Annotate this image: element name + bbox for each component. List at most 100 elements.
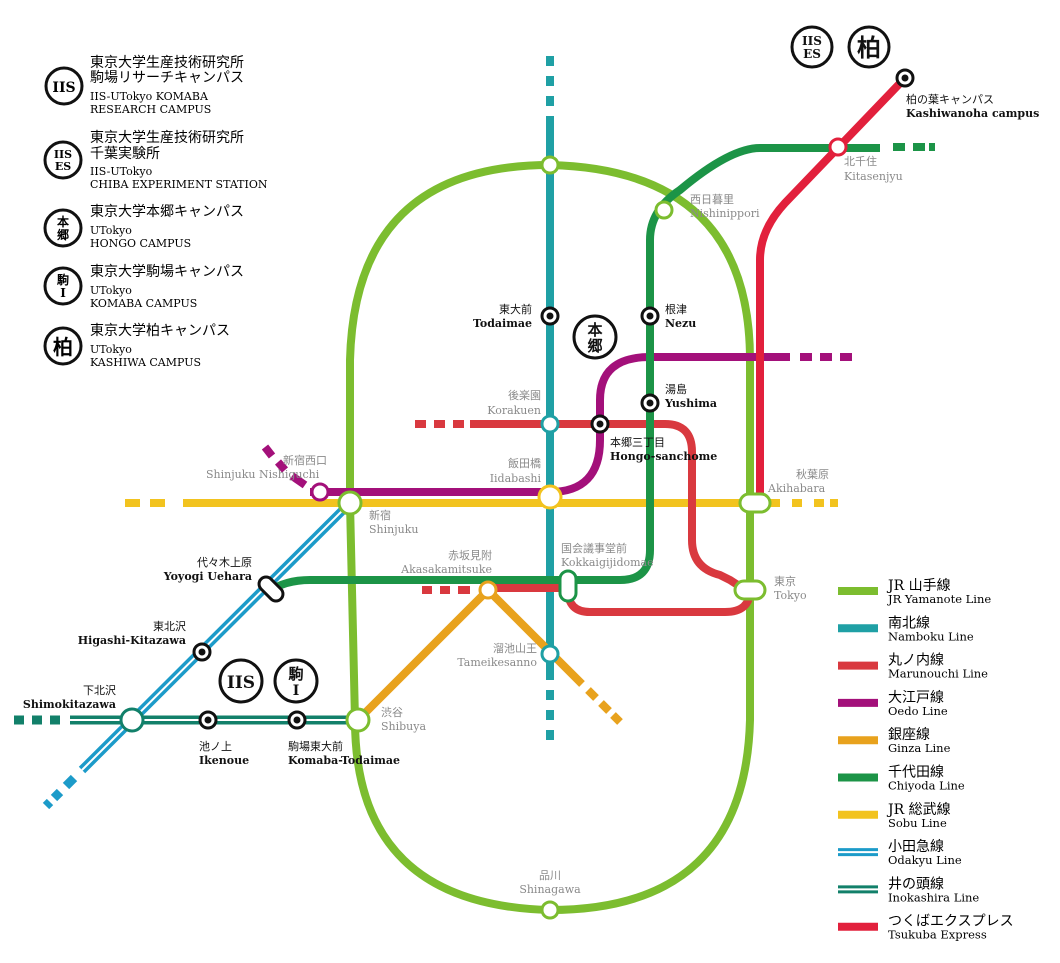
kashiwanoha-jp: 柏の葉キャンパス [906,92,994,106]
yushima-marker [640,393,660,413]
legend-label-jp: JR 山手線 [886,578,951,594]
hongo-sanchome-jp: 本郷三丁目 [610,435,665,449]
tameikesanno-jp: 溜池山王 [493,641,537,655]
yamanote-line [346,160,754,915]
shinjuku-jp: 新宿 [369,508,391,522]
iidabashi-jp: 飯田橋 [508,456,541,470]
svg-text:HONGO CAMPUS: HONGO CAMPUS [90,237,191,250]
station-labels: 柏の葉キャンパス Kashiwanoha campus 北千住 Kitasenj… [23,92,1039,896]
legend-label-en: JR Yamanote Line [887,592,991,606]
svg-text:本: 本 [57,214,69,229]
legend-label-jp: 大江戸線 [888,690,944,706]
iis-es-badge: IIS ES [790,25,834,69]
legend-label-en: Inokashira Line [888,890,979,904]
kashiwanoha-marker [895,68,915,88]
campus-komaba: 駒 I 東京大学駒場キャンパス UTokyo KOMABA CAMPUS [43,264,244,310]
campus-stations [192,68,915,730]
legend-label-jp: 丸ノ内線 [888,653,944,669]
tameikesanno-en: Tameikesanno [457,656,537,669]
higashi-kitazawa-en: Higashi-Kitazawa [78,634,186,647]
nishinippori-jp: 西日暮里 [690,192,734,206]
akasakamitsuke-en: Akasakamitsuke [400,563,492,576]
kitasenjyu-en: Kitasenjyu [844,170,903,183]
svg-text:KOMABA CAMPUS: KOMABA CAMPUS [90,297,197,310]
svg-text:東京大学生産技術研究所: 東京大学生産技術研究所 [90,55,244,71]
iis-icon [44,66,84,106]
map-campus-badges: IIS ES 柏 本 郷 IIS 駒 I [218,25,891,704]
svg-text:UTokyo: UTokyo [90,224,132,237]
yoyogi-uehara-jp: 代々木上原 [197,556,252,569]
iis-es-icon [43,140,83,180]
iis-badge: IIS [218,658,264,704]
svg-text:駒場リサーチキャンパス: 駒場リサーチキャンパス [90,70,244,86]
kashiwa-badge: 柏 [847,25,891,69]
svg-text:CHIBA EXPERIMENT STATION: CHIBA EXPERIMENT STATION [90,178,268,191]
svg-text:駒: 駒 [57,272,69,287]
kokkaigijidomae-jp: 国会議事堂前 [561,541,627,555]
korakuen-jp: 後楽園 [508,388,541,402]
higashi-kitazawa-jp: 東北沢 [153,619,186,633]
campus-kashiwa: 柏 東京大学柏キャンパス UTokyo KASHIWA CAMPUS [43,323,230,369]
korakuen-en: Korakuen [487,404,541,417]
svg-text:東京大学駒場キャンパス: 東京大学駒場キャンパス [90,264,244,280]
akihabara-en: Akihabara [767,482,826,495]
shibuya-en: Shibuya [381,720,426,733]
svg-text:IIS: IIS [52,80,75,96]
iidabashi-en: Iidabashi [490,472,542,485]
svg-text:ES: ES [803,47,821,61]
svg-text:ES: ES [55,160,71,173]
svg-text:東京大学本郷キャンパス: 東京大学本郷キャンパス [90,204,244,220]
legend-label-jp: 銀座線 [888,727,930,743]
shibuya-jp: 渋谷 [381,706,403,719]
svg-text:郷: 郷 [587,337,602,355]
svg-text:KASHIWA CAMPUS: KASHIWA CAMPUS [90,356,201,369]
svg-text:IIS: IIS [227,673,255,693]
tokyo-en: Tokyo [774,589,807,602]
higashi-kitazawa-marker [192,642,212,662]
shinagawa-en: Shinagawa [519,883,581,896]
komaba-icon [43,266,83,306]
legend-label-en: Sobu Line [888,816,947,830]
kashiwa-icon [43,326,83,366]
legend-label-en: Tsukuba Express [888,928,987,942]
svg-text:IIS: IIS [54,148,72,161]
legend-label-jp: 井の頭線 [888,876,944,892]
svg-text:駒: 駒 [288,665,303,683]
legend-label-en: Chiyoda Line [888,779,965,793]
transfer-markers [119,137,848,920]
svg-text:IIS-UTokyo: IIS-UTokyo [90,165,153,178]
komaba-todaimae-en: Komaba-Todaimae [288,754,400,767]
svg-text:IIS-UTokyo KOMABA: IIS-UTokyo KOMABA [90,90,209,103]
shimokitazawa-jp: 下北沢 [83,683,116,697]
svg-text:UTokyo: UTokyo [90,343,132,356]
todaimae-marker [540,306,560,326]
yoyogi-uehara-en: Yoyogi Uehara [163,570,252,583]
legend-label-jp: JR 総武線 [886,802,951,818]
svg-text:IIS: IIS [802,34,822,48]
svg-text:本: 本 [587,321,602,339]
legend-label-jp: つくばエクスプレス [888,914,1014,930]
svg-text:東京大学生産技術研究所: 東京大学生産技術研究所 [90,130,244,146]
komaba-todaimae-marker [287,710,307,730]
hongo-icon [43,208,83,248]
svg-text:東京大学柏キャンパス: 東京大学柏キャンパス [90,323,230,339]
todaimae-jp: 東大前 [499,302,532,316]
tsukuba-line [756,75,908,503]
hongo-sanchome-en: Hongo-sanchome [610,450,717,463]
akihabara-jp: 秋葉原 [796,467,829,481]
campus-iis-komaba: IIS 東京大学生産技術研究所 駒場リサーチキャンパス IIS-UTokyo K… [44,55,244,116]
shinjuku-en: Shinjuku [369,523,418,536]
legend-label-jp: 南北線 [888,615,930,631]
shinjuku-nishiguchi-jp: 新宿西口 [283,453,327,467]
ikenoue-en: Ikenoue [199,754,249,767]
svg-text:RESEARCH CAMPUS: RESEARCH CAMPUS [90,103,211,116]
